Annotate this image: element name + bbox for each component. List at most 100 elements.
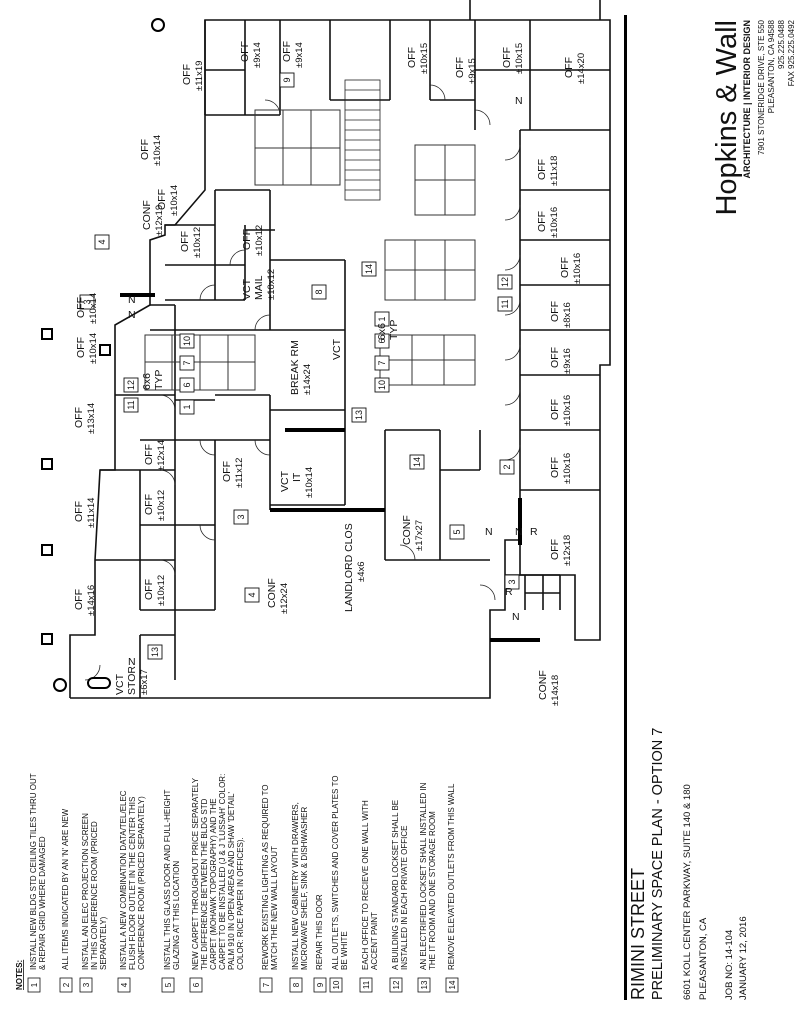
room-label-off-10x14c: OFF xyxy=(156,189,168,210)
firm-logo: Hopkins & Wall ARCHITECTURE | INTERIOR D… xyxy=(711,20,752,216)
room-label-off-10x12c: OFF xyxy=(241,229,253,250)
svg-text:11: 11 xyxy=(500,299,510,308)
room-label-off-9x15: OFF xyxy=(454,57,466,78)
note-number-box xyxy=(161,977,175,993)
room-label-off-10x14b: OFF xyxy=(75,297,87,318)
notes-header: NOTES: xyxy=(15,960,24,990)
plan-note-keys: 13 3 4 4 3 12 11 1 6 7 10 13 8 14 1 6 7 … xyxy=(79,72,520,660)
room-dim-10x12b: ±10x12 xyxy=(156,490,167,521)
new-marker: N xyxy=(515,95,523,107)
room-dim-14x18: ±14x18 xyxy=(550,675,561,706)
room-label-off-10x12d: OFF xyxy=(179,231,191,252)
room-label-off-11x19: OFF xyxy=(181,64,193,85)
room-label-6x6-left: 6x6 xyxy=(141,373,153,390)
repair-marker: R xyxy=(530,526,538,538)
room-label-conf-12x24: CONF xyxy=(266,578,278,608)
svg-text:7: 7 xyxy=(182,360,192,365)
room-label-landlord-clos: LANDLORD CLOS xyxy=(343,523,355,612)
note-text-line: CONFERENCE ROOM (PRICED SEPARATELY) xyxy=(137,796,146,970)
room-dim-12x24: ±12x24 xyxy=(279,583,290,614)
note-text-line: IN THIS CONFERENCE ROOM (PRICED xyxy=(90,821,99,970)
note-number-box xyxy=(445,977,459,993)
room-label-vct-break: VCT xyxy=(331,338,343,360)
note-number: 2 xyxy=(62,982,71,987)
room-label-conf-17x27: CONF xyxy=(401,515,413,545)
room-dim-10x16b: ±10x16 xyxy=(572,253,583,284)
firm-phone: 925.225.0488 xyxy=(777,19,786,68)
note-text-line: FLUSH FLOOR OUTLET IN THE CENTER THIS xyxy=(128,797,137,970)
room-dim-14x20: ±14x20 xyxy=(576,53,587,84)
room-dim-11x18: ±11x18 xyxy=(549,156,560,186)
room-label-off-10x14: OFF xyxy=(75,337,87,358)
note-number: 1 xyxy=(30,982,39,987)
svg-text:3: 3 xyxy=(507,579,517,584)
room-label-break-rm: BREAK RM xyxy=(289,340,301,395)
room-label-off-12x14: OFF xyxy=(143,444,155,465)
room-label-conf-12x19: CONF xyxy=(141,200,153,230)
note-text-line: REWORK EXISTING LIGHTING AS REQUIRED TO xyxy=(261,784,270,970)
room-dim-11x12: ±11x12 xyxy=(234,458,245,488)
room-label-off-10x16: OFF xyxy=(536,211,548,232)
firm-fax: FAX 925.225.0492 xyxy=(787,19,796,86)
room-label-off-10x12: OFF xyxy=(143,579,155,600)
workstation-grids xyxy=(144,109,476,391)
firm-address-1: 7901 STONERIDGE DRIVE, STE 550 xyxy=(757,19,766,155)
room-label-off-10x15: OFF xyxy=(406,47,418,68)
note-text-line: THE IT ROOM AND ONE STORAGE ROOM xyxy=(428,811,437,970)
notes-list: 1 INSTALL NEW BLDG STD CEILING TILES THRU… xyxy=(27,773,459,993)
note-number: 9 xyxy=(316,982,325,987)
svg-text:10: 10 xyxy=(377,380,387,390)
note-text-line: NEW CARPET THROUGHOUT PRICE SEPARATELY xyxy=(191,777,200,970)
room-dim-10x15: ±10x15 xyxy=(419,43,430,74)
note-text-line: INSTALL NEW CABINETRY WITH DRAWERS, xyxy=(291,802,300,970)
room-dim-17x27: ±17x27 xyxy=(414,520,425,551)
note-text-line: INSTALL NEW BLDG STD CEILING TILES THRU … xyxy=(29,773,38,970)
room-dim-14x24: ±14x24 xyxy=(302,364,313,395)
room-dim-10x16d: ±10x16 xyxy=(562,453,573,484)
note-number: 13 xyxy=(420,980,429,989)
svg-text:12: 12 xyxy=(500,277,510,287)
room-dim-14x16: ±14x16 xyxy=(86,585,97,616)
note-text-line: INSTALL THIS GLASS DOOR AND FULL-HEIGHT xyxy=(163,790,172,970)
note-number-box xyxy=(27,977,41,993)
project-title: RIMINI STREET xyxy=(628,868,648,1000)
note-number-box xyxy=(117,977,131,993)
room-label-off-10x14d: OFF xyxy=(139,139,151,160)
room-label-off-10x16d: OFF xyxy=(549,457,561,478)
room-labels: OFF ±14x16 OFF ±11x14 OFF ±13x14 OFF ±10… xyxy=(73,41,587,706)
room-dim-10x14: ±10x14 xyxy=(88,333,99,364)
room-label-off-11x18: OFF xyxy=(536,159,548,180)
room-dim-9x15: ±9x15 xyxy=(467,58,478,84)
note-number: 3 xyxy=(82,982,91,987)
notes-block: NOTES: 1 INSTALL NEW BLDG STD CEILING TIL… xyxy=(15,773,459,993)
room-dim-8x16: ±8x16 xyxy=(562,302,573,328)
job-number: JOB NO: 14-104 xyxy=(724,930,735,1000)
note-number: 14 xyxy=(448,980,457,989)
firm-tagline: ARCHITECTURE | INTERIOR DESIGN xyxy=(742,20,752,179)
room-dim-11x14: ±11x14 xyxy=(86,498,97,528)
room-label-typ-right: TYP xyxy=(388,320,400,340)
room-label-off-10x15b: OFF xyxy=(501,47,513,68)
room-label-off-14x20: OFF xyxy=(563,57,575,78)
room-label-off-11x12: OFF xyxy=(221,461,233,482)
room-label-it: IT xyxy=(291,472,303,482)
room-label-off-9x14b: OFF xyxy=(281,41,293,62)
svg-text:14: 14 xyxy=(412,457,422,467)
firm-address-2: PLEASANTON, CA 94588 xyxy=(767,19,776,113)
note-number-box xyxy=(417,977,431,993)
room-dim-13x14: ±13x14 xyxy=(86,403,97,434)
room-label-typ-left: TYP xyxy=(153,370,165,390)
note-number-box xyxy=(259,977,273,993)
room-dim-9x14b: ±9x14 xyxy=(294,42,305,68)
room-label-off-8x16: OFF xyxy=(549,301,561,322)
note-number-box xyxy=(389,977,403,993)
svg-text:12: 12 xyxy=(126,380,136,390)
note-text-line: ALL OUTLETS, SWITCHES AND COVER PLATES T… xyxy=(331,776,340,970)
svg-text:11: 11 xyxy=(126,400,136,409)
note-number-box xyxy=(189,977,203,993)
room-label-stor: STOR xyxy=(126,666,138,695)
note-text-line: BE WHITE xyxy=(340,931,349,970)
room-label-off-13x14: OFF xyxy=(73,407,85,428)
svg-text:4: 4 xyxy=(97,239,107,244)
